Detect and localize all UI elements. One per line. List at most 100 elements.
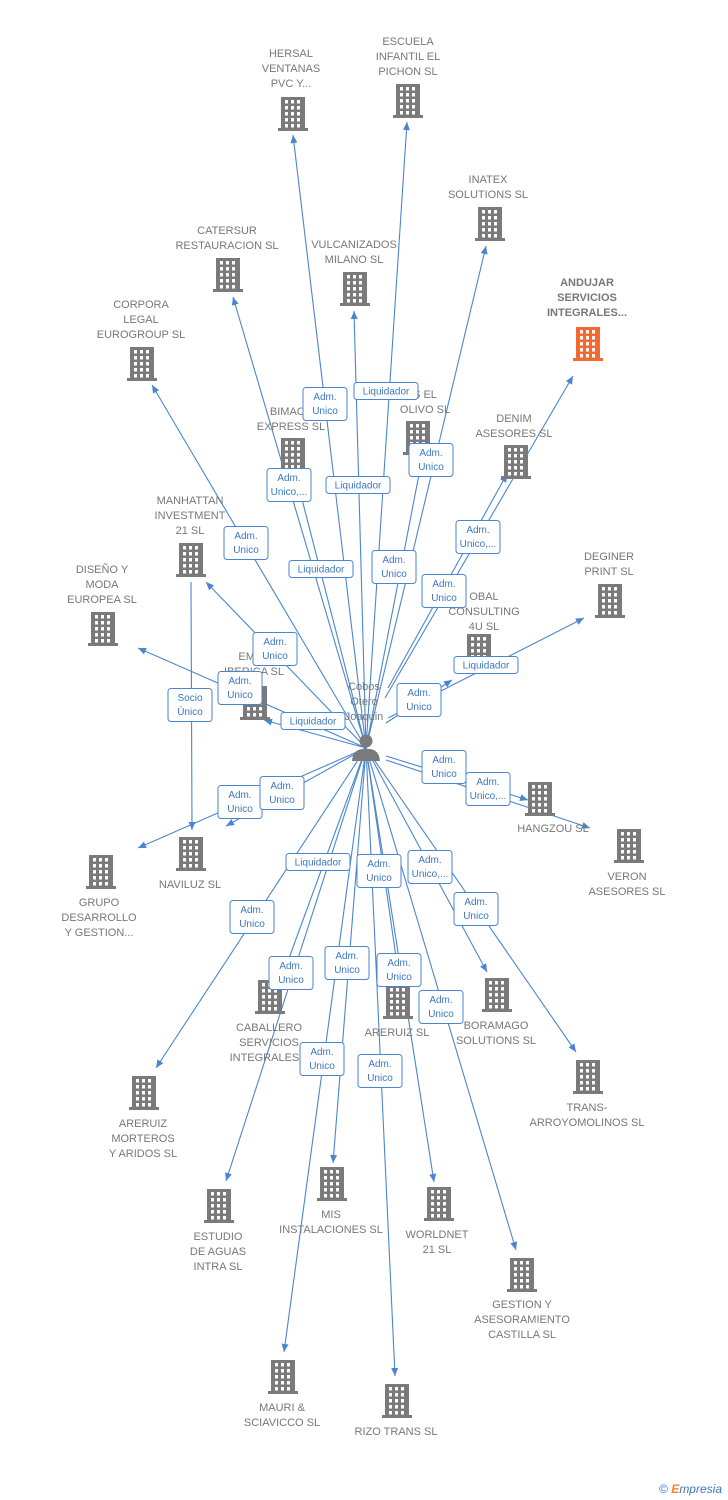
brand-logo-text: mpresia	[679, 1482, 722, 1496]
role-badge-hersal[interactable]: Adm.Unico	[302, 387, 348, 421]
role-badge-hangzou[interactable]: Adm.Unico	[421, 750, 467, 784]
edge-line	[292, 134, 367, 749]
badge-text: Adm.	[382, 555, 405, 566]
badge-box	[465, 772, 511, 806]
building-icon	[525, 782, 555, 816]
badge-text: Unico	[386, 972, 412, 983]
badge-text: Socio	[177, 693, 202, 704]
role-badge-boramago[interactable]: Adm.Unico,...	[407, 850, 453, 884]
badge-text: Unico	[278, 975, 304, 986]
role-badge-veron[interactable]: Adm.Unico,...	[465, 772, 511, 806]
company-name: MODA	[86, 579, 120, 591]
role-badge-emba[interactable]: Liquidador	[280, 712, 346, 730]
building-icon	[278, 97, 308, 131]
role-badge-grupo[interactable]: Adm.Unico	[217, 785, 263, 819]
role-badge-areruiz[interactable]: Adm.Unico	[376, 953, 422, 987]
company-node-hangzou[interactable]: HANGZOU SL	[517, 782, 589, 835]
company-name: RESTAURACION SL	[175, 240, 278, 252]
role-badge-andujar[interactable]: Adm.Unico,...	[455, 520, 501, 554]
badge-box	[299, 1042, 345, 1076]
role-badge-deginer[interactable]: Liquidador	[453, 656, 519, 674]
role-badge-areruizm[interactable]: Adm.Unico	[229, 900, 275, 934]
building-icon	[573, 327, 603, 361]
company-name: ARROYOMOLINOS SL	[530, 1117, 645, 1129]
role-badge-manhattan[interactable]: Adm.Unico	[252, 632, 298, 666]
company-node-areruiz[interactable]: ARERUIZ SL	[365, 985, 430, 1039]
role-badge-worldnet[interactable]: Adm.Unico	[356, 854, 402, 888]
company-name: PVC Y...	[271, 78, 312, 90]
role-badge-olivo[interactable]: Adm.Unico	[371, 550, 417, 584]
arrow-icon	[565, 376, 573, 385]
building-icon	[595, 584, 625, 618]
company-node-naviluz[interactable]: NAVILUZ SL	[159, 837, 221, 891]
company-name: HANGZOU SL	[517, 823, 589, 835]
badge-text: Unico,...	[412, 869, 449, 880]
company-name: ESCUELA	[382, 36, 434, 48]
company-node-caballero[interactable]: CABALLEROSERVICIOSINTEGRALES...	[230, 980, 309, 1064]
role-badge-diseno[interactable]: Adm.Unico	[217, 671, 263, 705]
role-badge-rizo[interactable]: Adm.Unico	[357, 1054, 403, 1088]
building-icon	[340, 272, 370, 306]
company-node-rizo[interactable]: RIZO TRANS SL	[355, 1384, 438, 1438]
badge-text: Adm.	[313, 392, 336, 403]
role-badge-caballero[interactable]: Liquidador	[285, 853, 351, 871]
badge-text: Unico,...	[460, 539, 497, 550]
role-badge-corpora[interactable]: Adm.Unico	[223, 526, 269, 560]
arrow-icon	[443, 680, 452, 688]
company-name: INFANTIL EL	[376, 51, 440, 63]
building-icon	[86, 855, 116, 889]
role-badge-mis[interactable]: Adm.Unico	[324, 946, 370, 980]
company-name: INTRA SL	[194, 1261, 243, 1273]
arrow-icon	[391, 1367, 399, 1376]
company-node-trans[interactable]: TRANS-ARROYOMOLINOS SL	[530, 1060, 645, 1129]
company-name: ESTUDIO	[194, 1231, 243, 1243]
badge-text: Liquidador	[335, 481, 382, 492]
role-badge-bimaca[interactable]: Liquidador	[288, 560, 354, 578]
role-badge-escuela[interactable]: Liquidador	[353, 382, 419, 400]
role-badge-global[interactable]: Adm.Unico	[396, 683, 442, 717]
badge-text: Unico,...	[470, 791, 507, 802]
role-badge-vulcanizados[interactable]: Liquidador	[325, 476, 391, 494]
arrow-icon	[290, 135, 298, 144]
role-badge-trans[interactable]: Adm.Unico	[453, 892, 499, 926]
badge-text: Adm.	[279, 961, 302, 972]
badge-text: Adm.	[464, 897, 487, 908]
role-badge-denim[interactable]: Adm.Unico	[421, 574, 467, 608]
badge-text: Unico	[428, 1009, 454, 1020]
company-name: EXPRESS SL	[257, 421, 325, 433]
company-name: VENTANAS	[262, 63, 320, 75]
company-name: SERVICIOS	[239, 1037, 299, 1049]
badge-box	[376, 953, 422, 987]
badge-text: Adm.	[335, 951, 358, 962]
company-node-mauri[interactable]: MAURI &SCIAVICCO SL	[244, 1360, 320, 1429]
role-badge-gestion[interactable]: Adm.Unico	[418, 990, 464, 1024]
role-badge-mauri[interactable]: Adm.Unico	[299, 1042, 345, 1076]
role-badge-estudio[interactable]: Adm. Unico	[268, 956, 314, 990]
role-badge-naviluz[interactable]: Adm.Unico	[259, 776, 305, 810]
role-badge-inatex[interactable]: Adm.Unico	[408, 443, 454, 477]
role-badge-catersur[interactable]: Adm.Unico,...	[266, 468, 312, 502]
company-node-andujar[interactable]: ANDUJARSERVICIOSINTEGRALES...	[547, 277, 627, 361]
